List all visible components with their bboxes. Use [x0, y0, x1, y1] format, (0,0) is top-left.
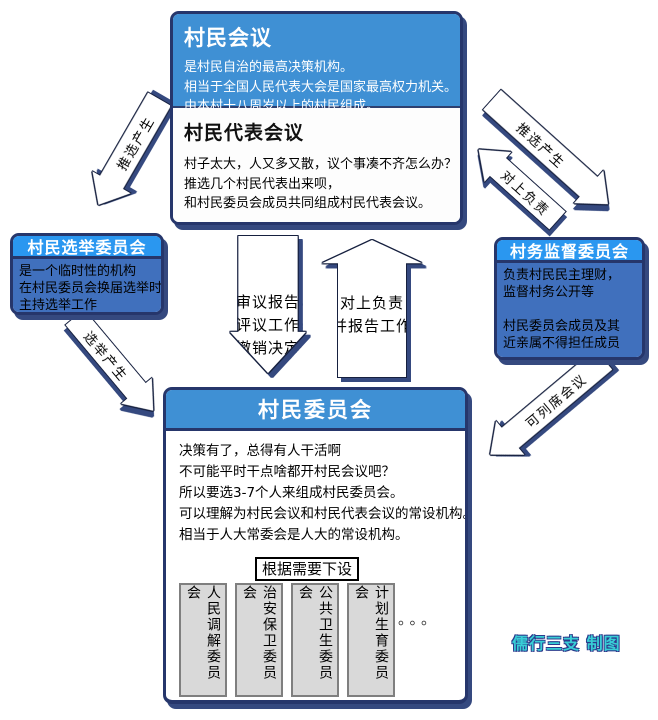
- village-committee-line: 可以理解为村民会议和村民代表会议的常设机构。: [179, 506, 468, 522]
- representative-meeting-line: 推选几个村民代表出来呗，: [184, 176, 341, 192]
- representative-meeting-line: 和村民委员会成员共同组成村民代表会议。: [184, 196, 432, 211]
- election-committee-line: 在村民委员会换届选举时: [19, 281, 163, 296]
- subcommittee-box-family-planning: 计划生育委员会: [347, 583, 395, 697]
- arrow-shape: 对上负责 并报告工作: [322, 240, 422, 377]
- village-committee-title: 村民委员会: [166, 390, 465, 431]
- subcommittee-label: 公共卫生委员会: [297, 585, 333, 681]
- subcommittee-box-security: 治安保卫委员会: [235, 583, 283, 697]
- representative-meeting-line: 村子太大，人又多又散，议个事凑不齐怎么办？: [184, 157, 458, 172]
- supervision-committee-line: [503, 301, 636, 318]
- supervision-committee-line: 监督村务公开等: [503, 285, 595, 300]
- village-committee-line: 相当于人大常委会是人大的常设机构。: [179, 527, 409, 543]
- supervision-committee-body: 负责村民民主理财， 监督村务公开等 村民委员会成员及其 近亲属不得担任成员: [497, 263, 642, 357]
- arrow-label: 并报告工作: [331, 317, 412, 335]
- representative-meeting-section: 村民代表会议 村子太大，人又多又散，议个事凑不齐怎么办？ 推选几个村民代表出来呗…: [173, 108, 460, 222]
- subcommittee-label: 治安保卫委员会: [241, 585, 277, 681]
- arrow-elect-committee-icon: 选举产生: [59, 304, 168, 423]
- supervision-committee-line: 近亲属不得担任成员: [503, 336, 621, 351]
- arrow-label: 选举产生: [80, 329, 131, 385]
- election-committee-title: 村民选举委员会: [13, 236, 161, 259]
- supervision-committee-line: 村民委员会成员及其: [503, 319, 621, 334]
- supervision-committee-box: 村务监督委员会 负责村民民主理财， 监督村务公开等 村民委员会成员及其 近亲属不…: [494, 237, 645, 360]
- representative-meeting-title: 村民代表会议: [184, 122, 305, 144]
- more-committees-ellipsis: 。。。: [398, 610, 441, 628]
- election-committee-line: 主持选举工作: [19, 298, 98, 313]
- arrow-label: 对上负责: [339, 294, 404, 312]
- village-committee-line: 不可能平时干点啥都开村民会议吧？: [179, 464, 395, 480]
- election-committee-line: 是一个临时性的机构: [19, 264, 137, 279]
- arrow-report-up-icon: 对上负责 并报告工作: [322, 240, 422, 377]
- arrow-label: 推选产生: [114, 113, 158, 174]
- arrow-shape: 推选产生: [79, 88, 178, 216]
- subcommittee-box-mediation: 人民调解委员会: [179, 583, 227, 697]
- villagers-meeting-line: 是村民自治的最高决策机构。: [184, 60, 354, 75]
- arrow-label: 撤销决定: [235, 339, 300, 357]
- arrow-shape: 选举产生: [59, 304, 168, 423]
- villagers-meeting-line: 相当于全国人民代表大会是国家最高权力机关。: [184, 79, 458, 95]
- village-committee-box: 村民委员会 决策有了，总得有人干活啊 不可能平时干点啥都开村民会议吧？ 所以要选…: [163, 387, 468, 704]
- election-committee-box: 村民选举委员会 是一个临时性的机构 在村民委员会换届选举时 主持选举工作: [10, 233, 164, 315]
- villagers-meeting-title: 村民会议: [184, 26, 272, 50]
- subcommittee-label: 计划生育委员会: [353, 585, 389, 681]
- arrow-shape: 审议报告 评议工作 撤销决定: [230, 236, 306, 373]
- supervision-committee-line: 负责村民民主理财，: [503, 268, 621, 283]
- villagers-meeting-header: 村民会议 是村民自治的最高决策机构。 相当于全国人民代表大会是国家最高权力机关。…: [173, 14, 460, 114]
- election-committee-body: 是一个临时性的机构 在村民委员会换届选举时 主持选举工作: [13, 259, 163, 313]
- arrow-nominate-to-election-icon: 推选产生: [79, 88, 178, 216]
- arrow-label: 审议报告: [235, 293, 300, 311]
- arrow-label: 评议工作: [235, 316, 300, 334]
- arrow-label: 可列席会议: [523, 371, 591, 432]
- village-committee-line: 决策有了，总得有人干活啊: [179, 443, 341, 459]
- village-committee-body: 决策有了，总得有人干活啊 不可能平时干点啥都开村民会议吧？ 所以要选3-7个人来…: [166, 431, 465, 546]
- credit-text: 儒行三支 制图: [512, 634, 621, 653]
- villagers-meeting-box: 村民会议 是村民自治的最高决策机构。 相当于全国人民代表大会是国家最高权力机关。…: [170, 11, 463, 225]
- village-committee-line: 所以要选3-7个人来组成村民委员会。: [179, 485, 404, 501]
- arrow-review-down-icon: 审议报告 评议工作 撤销决定: [230, 236, 306, 373]
- subset-note: 根据需要下设: [255, 557, 360, 581]
- subcommittee-label: 人民调解委员会: [185, 585, 221, 681]
- supervision-committee-title: 村务监督委员会: [497, 240, 642, 263]
- subcommittee-box-health: 公共卫生委员会: [291, 583, 339, 697]
- arrow-shape: 可列席会议: [476, 343, 618, 472]
- arrow-attend-meeting-icon: 可列席会议: [476, 343, 618, 472]
